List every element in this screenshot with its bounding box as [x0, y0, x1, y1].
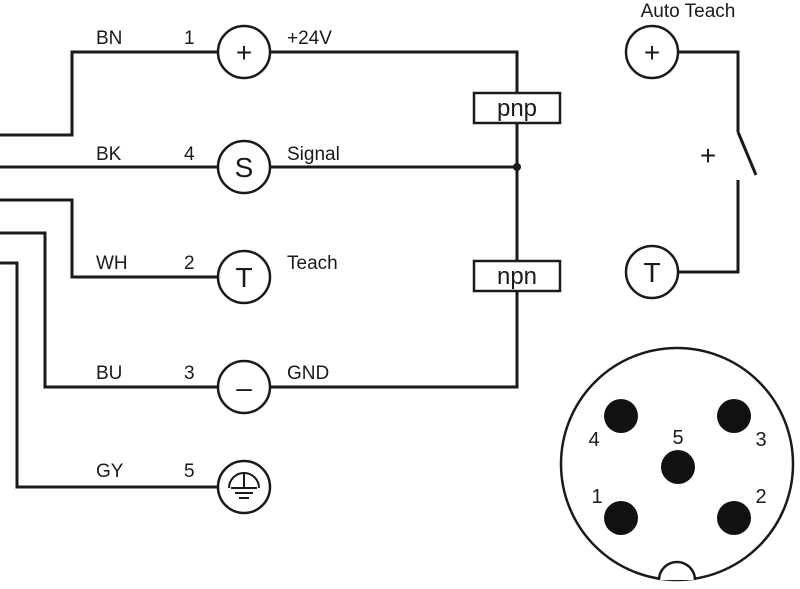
function-gnd: GND	[287, 363, 329, 384]
connector-pin-label-3: 3	[755, 429, 766, 451]
pnp-label: pnp	[497, 95, 537, 122]
cable-wires	[0, 50, 218, 489]
auto-teach-title: Auto Teach	[641, 1, 736, 22]
minus-icon: –	[236, 372, 252, 403]
auto-teach-section: Auto Teach + + T	[624, 1, 758, 300]
connector-pin-1	[604, 501, 638, 535]
color-code-bn: BN	[96, 28, 122, 49]
plus-icon: +	[236, 37, 252, 68]
pnp-box: pnp	[472, 91, 562, 125]
connector-pin-2	[717, 501, 751, 535]
terminal-earth	[216, 459, 272, 515]
color-code-wh: WH	[96, 253, 128, 274]
teach-icon: T	[235, 262, 252, 293]
connector-key-notch	[657, 560, 697, 581]
auto-teach-teach-icon: T	[643, 257, 660, 288]
npn-box: npn	[472, 259, 562, 293]
connector-pin-label-2: 2	[755, 486, 766, 508]
auto-teach-switch-lever	[736, 131, 758, 176]
color-code-bu: BU	[96, 363, 122, 384]
switch-plus-icon: +	[700, 140, 716, 171]
function-labels: +24V Signal Teach GND	[287, 28, 340, 384]
connector-pin-label-4: 4	[588, 429, 599, 451]
connector-pin-label-1: 1	[591, 486, 602, 508]
terminal-teach: T	[216, 249, 272, 305]
auto-teach-plus-terminal: +	[624, 24, 680, 80]
wire-wh	[0, 198, 218, 279]
wire-gy	[0, 261, 218, 489]
auto-teach-wire-top	[678, 50, 740, 132]
connector-pin-5	[661, 450, 695, 484]
wire-npn-to-gnd	[270, 291, 519, 389]
wire-bu	[0, 231, 218, 389]
auto-teach-wire-bottom	[678, 180, 740, 274]
pin-number-2: 2	[184, 253, 195, 274]
function-signal: Signal	[287, 144, 340, 165]
terminal-gnd: –	[216, 359, 272, 415]
connector-pinout: 4 3 5 1 2	[559, 346, 795, 582]
color-code-gy: GY	[96, 461, 124, 482]
pin-number-labels: 1 4 2 3 5	[184, 28, 195, 482]
connector-pin-3	[717, 399, 751, 433]
function-teach: Teach	[287, 253, 338, 274]
output-wires	[270, 50, 521, 389]
auto-teach-plus-icon: +	[644, 37, 660, 68]
pin-number-5: 5	[184, 461, 195, 482]
pin-number-3: 3	[184, 363, 195, 384]
connector-pin-label-5: 5	[672, 427, 683, 449]
signal-icon: S	[235, 152, 254, 183]
earth-ground-icon	[228, 472, 260, 499]
wire-bn	[0, 50, 218, 137]
terminal-plus: +	[216, 24, 272, 80]
color-code-labels: BN BK WH BU GY	[96, 28, 128, 482]
color-code-bk: BK	[96, 144, 122, 165]
auto-teach-teach-terminal: T	[624, 244, 680, 300]
function-plus24v: +24V	[287, 28, 332, 49]
pin-number-4: 4	[184, 144, 195, 165]
pin-number-1: 1	[184, 28, 195, 49]
connector-pin-4	[604, 399, 638, 433]
npn-label: npn	[497, 263, 537, 290]
terminal-signal: S	[216, 139, 272, 195]
wire-plus-to-pnp	[270, 50, 519, 93]
